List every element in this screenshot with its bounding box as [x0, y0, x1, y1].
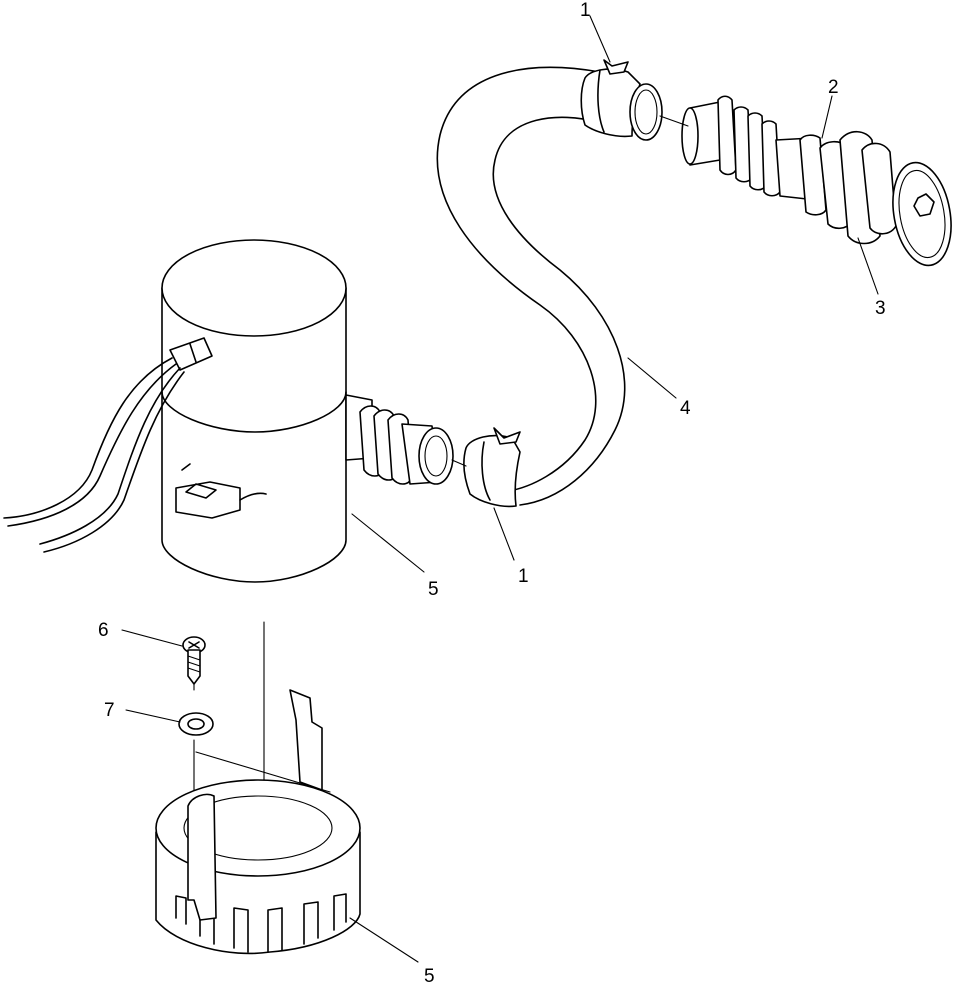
callout-3: 3	[875, 298, 886, 319]
washer	[178, 712, 214, 736]
callout-7: 7	[104, 700, 115, 721]
hose-clamp-bottom	[463, 427, 521, 508]
callout-4: 4	[680, 398, 691, 419]
screw	[182, 636, 206, 685]
callout-5-base: 5	[424, 966, 435, 984]
callout-2: 2	[828, 77, 839, 98]
callout-1-bottom: 1	[518, 566, 529, 587]
callout-6: 6	[98, 620, 109, 641]
pump-outlet-barb	[345, 394, 454, 485]
callout-5-motor: 5	[428, 579, 439, 600]
power-wires	[3, 357, 185, 553]
callout-labels: 1 1 2 3 4 5 5 6 7	[98, 0, 886, 984]
callout-1-top: 1	[580, 0, 591, 21]
callout-leaders	[121, 15, 879, 963]
hose-clamp-top	[580, 59, 663, 141]
strainer-base	[155, 689, 361, 955]
thru-hull-fitting	[681, 95, 952, 267]
bilge-pump-motor	[161, 239, 347, 583]
discharge-hose	[436, 66, 626, 506]
